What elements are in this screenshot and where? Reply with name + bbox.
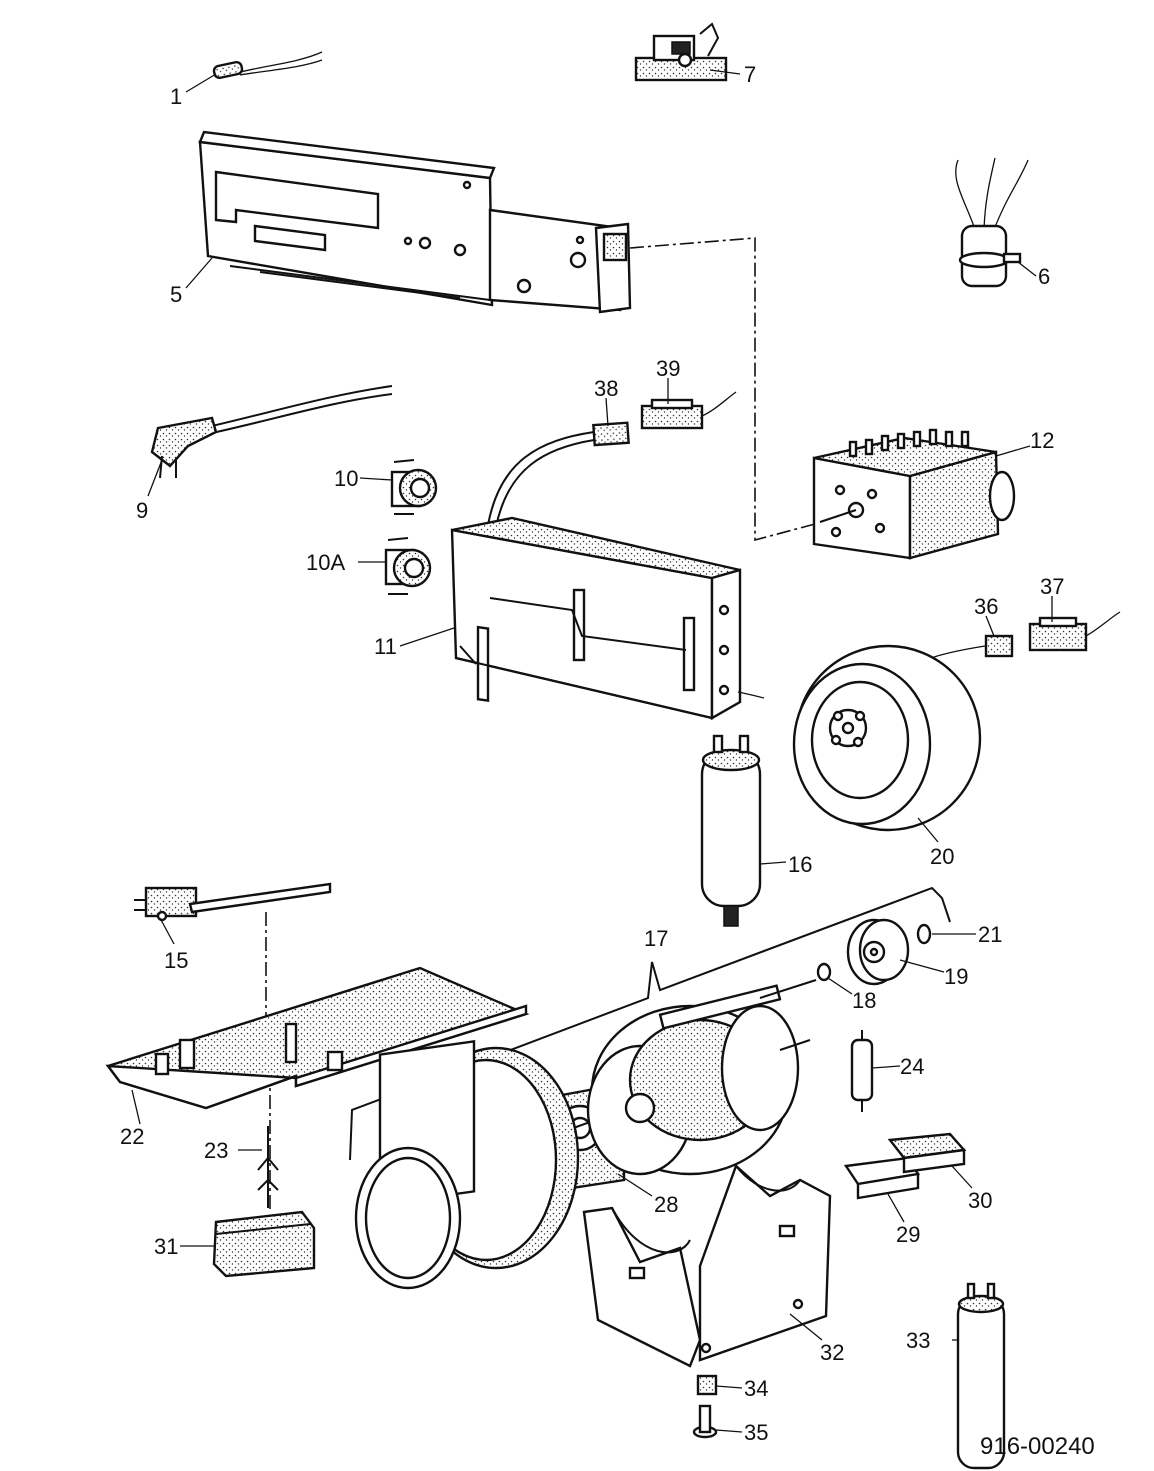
- callout-31: 31: [154, 1234, 178, 1259]
- callout-10a: 10A: [306, 550, 345, 575]
- callout-9: 9: [136, 498, 148, 523]
- washer-part: [816, 962, 832, 982]
- callout-35: 35: [744, 1420, 768, 1445]
- callout-10: 10: [334, 466, 358, 491]
- fan-connector-plug-part: [1028, 611, 1121, 652]
- power-cord-plug-part: [150, 385, 393, 479]
- callout-12: 12: [1030, 428, 1054, 453]
- callout-28: 28: [654, 1192, 678, 1217]
- callout-30: 30: [968, 1188, 992, 1213]
- callout-18: 18: [852, 988, 876, 1013]
- sensor-wire-part: [212, 51, 323, 80]
- nut-part: [696, 1374, 718, 1396]
- timer-part: [812, 428, 1016, 560]
- callout-6: 6: [1038, 264, 1050, 289]
- callout-15: 15: [164, 948, 188, 973]
- heater-element-part: [450, 516, 765, 721]
- callout-11: 11: [374, 634, 397, 659]
- callout-17: 17: [644, 926, 668, 951]
- callout-21: 21: [978, 922, 1002, 947]
- motor-cradle-part: [582, 1163, 832, 1368]
- callout-16: 16: [788, 852, 812, 877]
- filter-pad-part: [843, 1156, 920, 1200]
- spring-part: [850, 1030, 874, 1112]
- callout-22: 22: [120, 1124, 144, 1149]
- base-plate-part: [105, 966, 530, 1110]
- screw-part: [692, 1404, 718, 1439]
- callout-37: 37: [1040, 574, 1064, 599]
- callout-39: 39: [656, 356, 680, 381]
- callout-labels: 1 5 6 7 9 10 10A 11 12 15 16 17 18 19 20…: [120, 62, 1064, 1445]
- motor-part: [586, 979, 817, 1176]
- callout-34: 34: [744, 1376, 768, 1401]
- callout-24: 24: [900, 1054, 924, 1079]
- callout-7: 7: [744, 62, 756, 87]
- pulley-part: [846, 918, 910, 986]
- callout-32: 32: [820, 1340, 844, 1365]
- microswitch-part: [134, 882, 332, 922]
- blower-drum-part: [354, 1040, 580, 1290]
- alignment-guide-line: [265, 912, 271, 1210]
- callout-23: 23: [204, 1138, 228, 1163]
- callout-1: 1: [170, 84, 182, 109]
- callout-20: 20: [930, 844, 954, 869]
- callout-36: 36: [974, 594, 998, 619]
- suppressor-part: [955, 157, 1029, 288]
- capacitor-part: [700, 734, 762, 927]
- capacitor-small-part: [956, 1282, 1006, 1470]
- connector-plug-part: [640, 391, 737, 430]
- callout-33: 33: [906, 1328, 930, 1353]
- filter-pad-cover-part: [887, 1132, 967, 1174]
- callout-19: 19: [944, 964, 968, 989]
- leader-lines: [131, 69, 1053, 1433]
- circlip-part: [916, 923, 932, 945]
- control-panel-bracket-part: [198, 130, 632, 314]
- foot-pad-part: [212, 1210, 316, 1278]
- switch-block-part: [634, 22, 728, 82]
- connector-part: [487, 421, 630, 528]
- clip-part: [257, 1126, 279, 1208]
- callout-38: 38: [594, 376, 618, 401]
- diagram-code: 916-00240: [980, 1433, 1095, 1460]
- thermostat-variant-part: [384, 537, 432, 595]
- callout-5: 5: [170, 282, 182, 307]
- thermostat-part: [390, 459, 438, 515]
- connection-guide-line: [629, 237, 831, 542]
- callout-29: 29: [896, 1222, 920, 1247]
- fan-impeller-part: [792, 644, 982, 832]
